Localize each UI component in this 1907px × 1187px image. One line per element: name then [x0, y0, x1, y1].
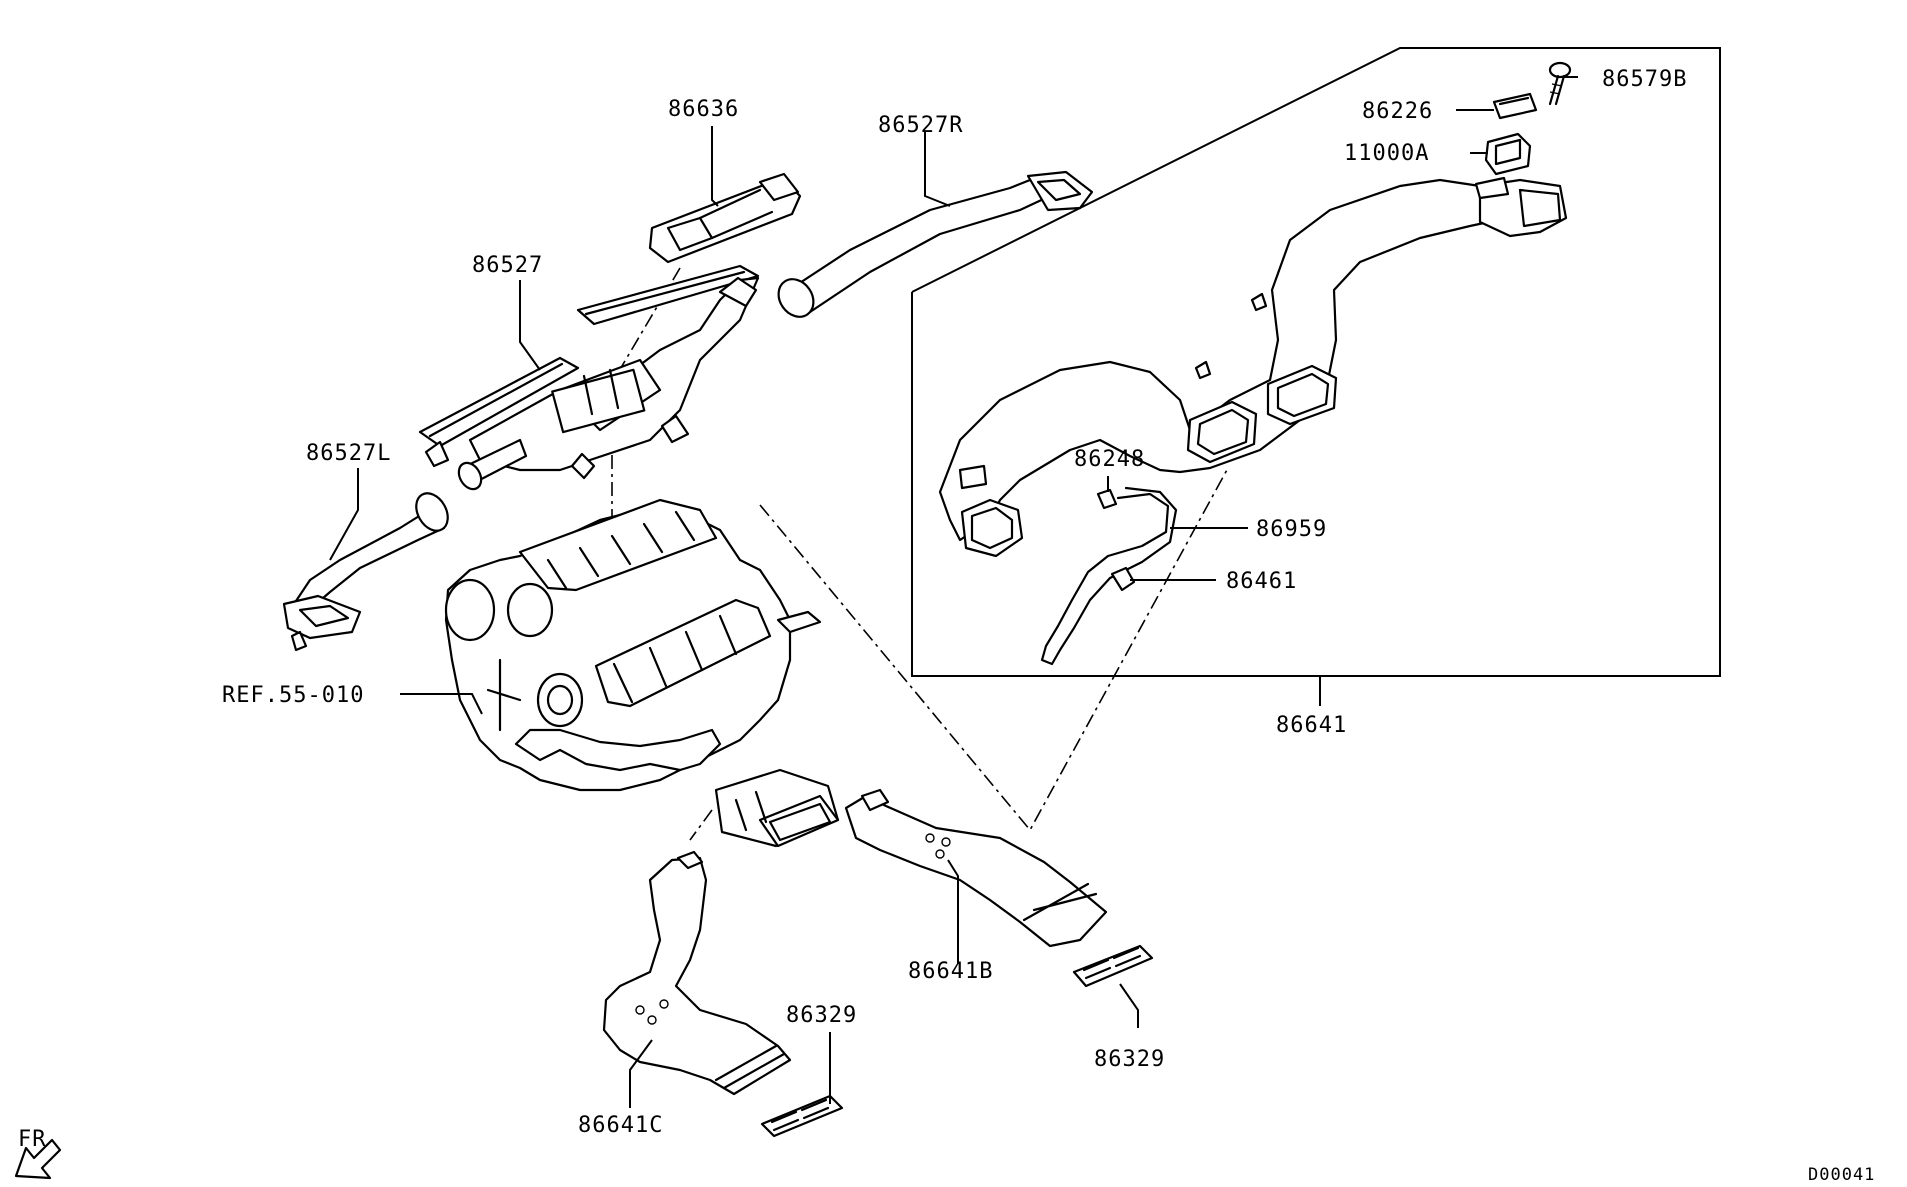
label-86527: 86527 [472, 253, 543, 278]
label-86641: 86641 [1276, 713, 1347, 738]
label-fr: FR [18, 1127, 47, 1152]
part-86461-clamp [1110, 566, 1136, 592]
label-86527R: 86527R [878, 113, 963, 138]
label-86527L: 86527L [306, 441, 391, 466]
part-86248-clip [1096, 488, 1118, 510]
label-86248: 86248 [1074, 447, 1145, 472]
hvac-unit-ref [444, 498, 822, 792]
label-86641B: 86641B [908, 959, 993, 984]
inset-box [911, 47, 1721, 677]
part-86527L-left-duct [282, 492, 449, 652]
part-86527-center-duct [418, 264, 760, 491]
part-86527R-right-duct [777, 170, 1094, 318]
part-86579B-screw [1548, 61, 1572, 106]
part-86329-grille-right [1072, 944, 1154, 988]
label-86329-left: 86329 [786, 1003, 857, 1028]
center-outlet-connector [714, 768, 840, 848]
part-86641B-right-foot-duct [844, 788, 1108, 948]
leader-lines [329, 76, 1578, 1108]
part-11000A-sensor [1484, 132, 1532, 176]
part-86329-grille-left [760, 1094, 844, 1138]
label-86226: 86226 [1362, 99, 1433, 124]
front-direction-arrow-icon [14, 1138, 62, 1180]
label-86461: 86461 [1226, 569, 1297, 594]
part-86959-aspirator-hose [1040, 486, 1178, 666]
part-labels: 86636 86527R 86527 86527L REF.55-010 865… [18, 67, 1875, 1185]
label-86959: 86959 [1256, 517, 1327, 542]
label-86636: 86636 [668, 97, 739, 122]
label-11000A: 11000A [1344, 141, 1429, 166]
part-86636-center-vent [648, 172, 802, 264]
part-86641C-left-foot-duct [602, 850, 792, 1096]
part-86226-sensor-bracket [1492, 92, 1538, 120]
part-86641-inset-duct [938, 176, 1568, 558]
label-86641C: 86641C [578, 1113, 663, 1138]
drawing-code: D00041 [1808, 1165, 1875, 1185]
label-ref-55-010: REF.55-010 [222, 683, 364, 708]
label-86329-right: 86329 [1094, 1047, 1165, 1072]
label-86579B: 86579B [1602, 67, 1687, 92]
